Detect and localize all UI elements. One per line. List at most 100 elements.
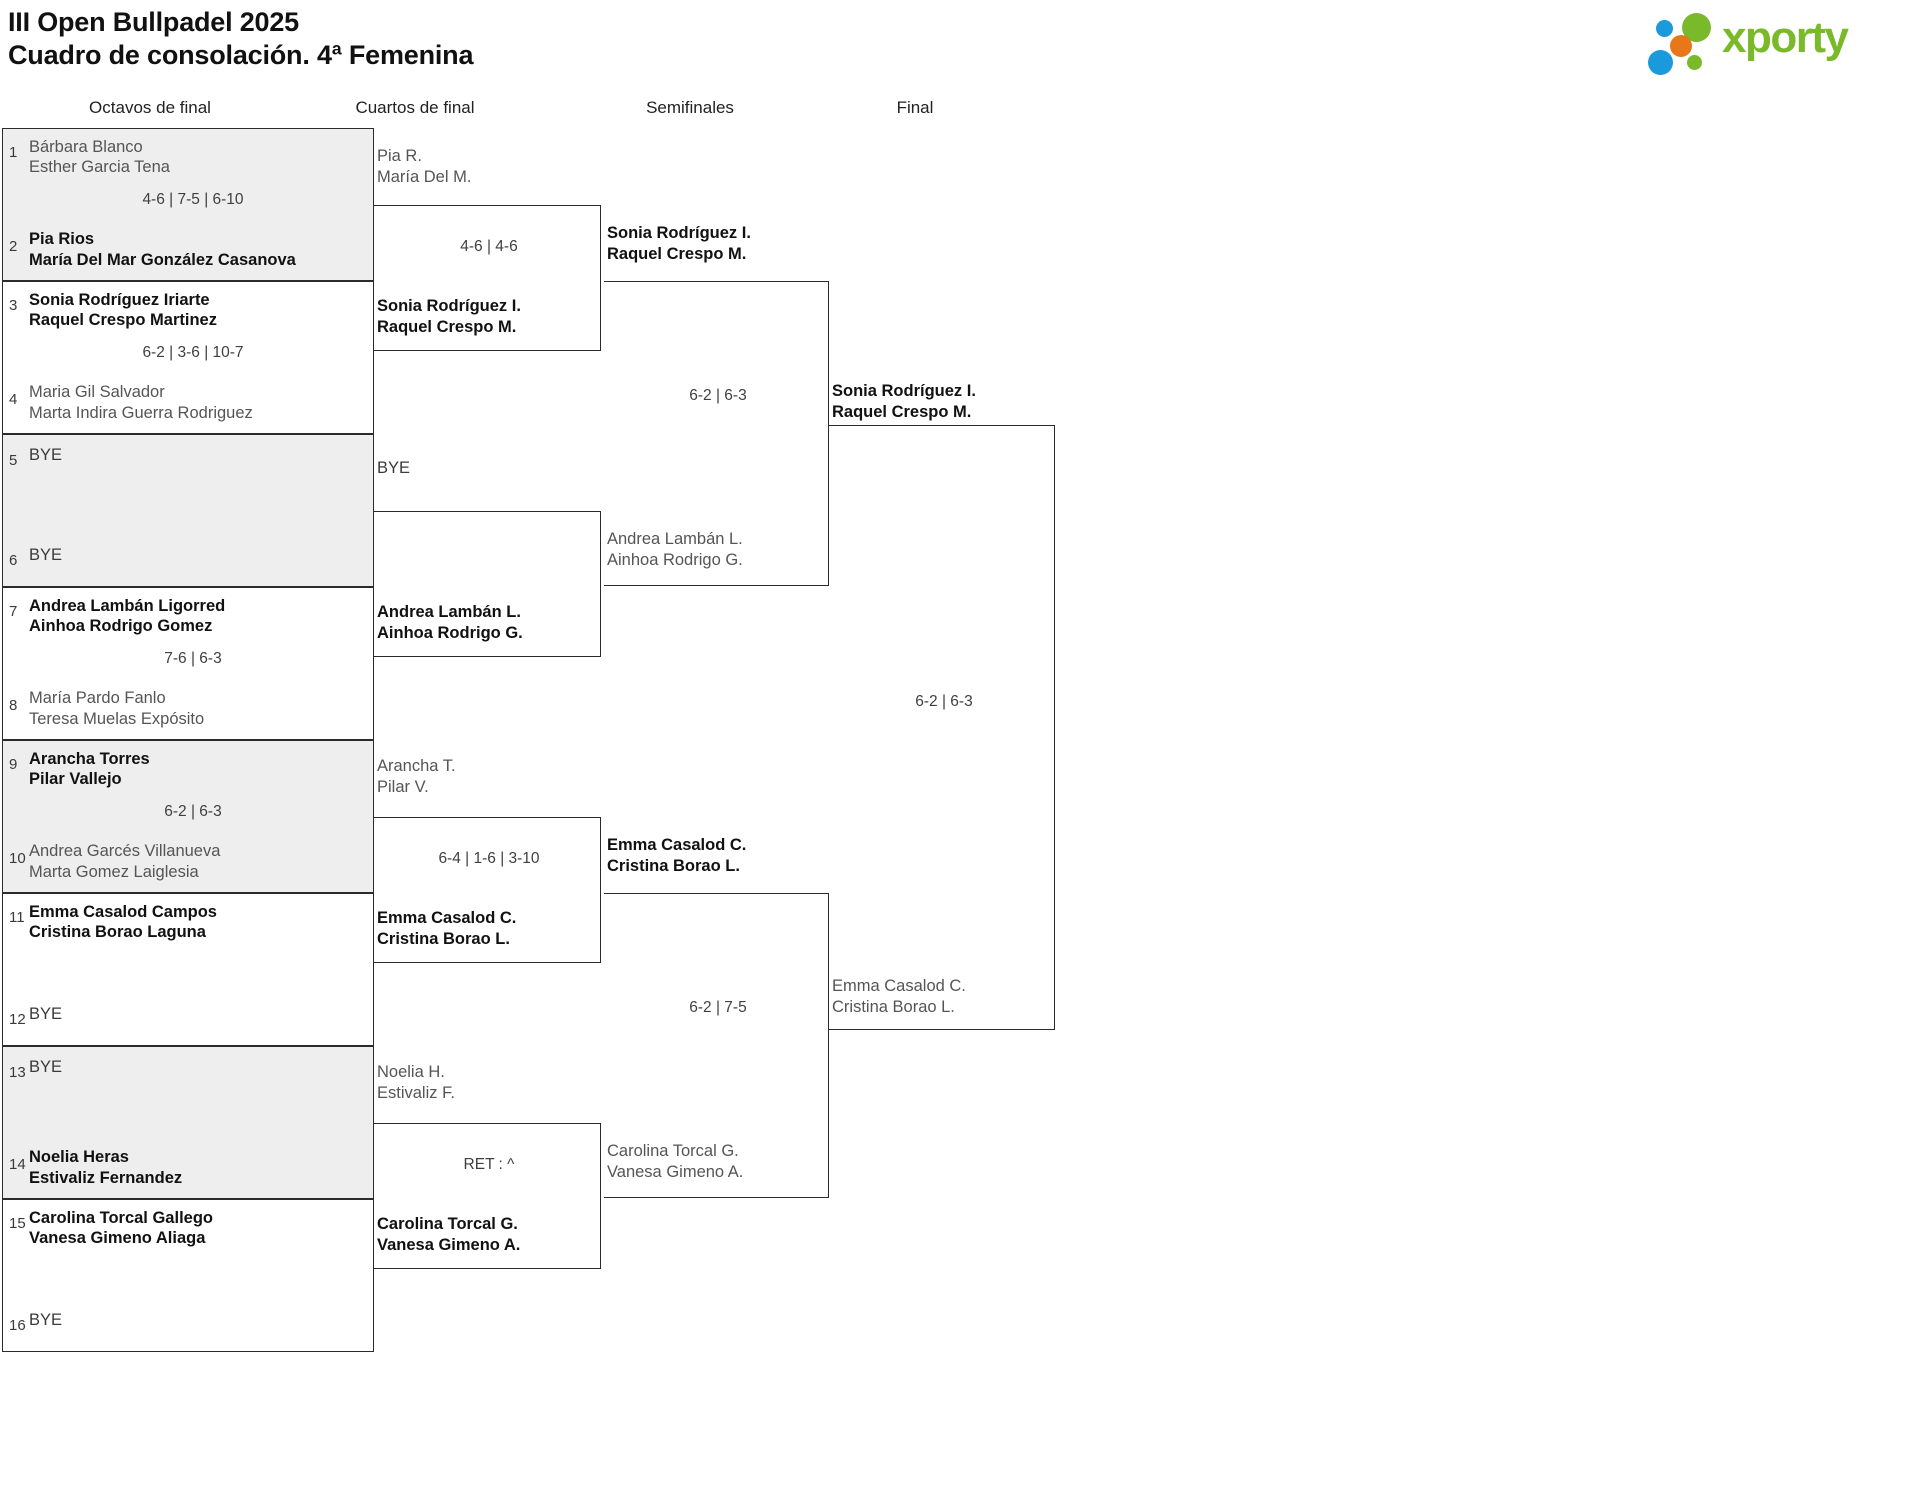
- team-name-line2: Estivaliz Fernandez: [29, 1169, 183, 1187]
- round-header-cuartos: Cuartos de final: [355, 98, 475, 117]
- r4-slot-top-line1: Sonia Rodríguez I.: [832, 382, 976, 400]
- r3-connector-1[interactable]: [604, 281, 829, 586]
- r4-slot-top-line2: Raquel Crespo M.: [832, 403, 972, 421]
- logo-dot-blue-large: [1648, 50, 1673, 75]
- team-name-line1: Sonia Rodríguez Iriarte: [29, 291, 210, 309]
- r1-match-box-6[interactable]: 11 Emma Casalod Campos Cristina Borao La…: [2, 893, 374, 1046]
- team-name-line2: Ainhoa Rodrigo Gomez: [29, 617, 213, 635]
- r3-slot-top-line1: Sonia Rodríguez I.: [607, 224, 751, 242]
- r2-slot-bottom-line2: Cristina Borao L.: [377, 930, 510, 948]
- seed-number: 4: [9, 391, 18, 408]
- match-score: 6-2 | 6-3: [164, 803, 222, 820]
- r2-slot-top-line1: Noelia H.: [377, 1063, 445, 1081]
- logo-dot-orange: [1670, 35, 1692, 57]
- xporty-logo: xporty: [1648, 8, 1910, 75]
- r2-slot-bottom-line1: Carolina Torcal G.: [377, 1215, 518, 1233]
- r2-slot-bottom-line2: Vanesa Gimeno A.: [377, 1236, 521, 1254]
- logo-dot-green-small: [1687, 55, 1702, 70]
- r2-slot-top-line1: BYE: [377, 459, 411, 477]
- page-title: III Open Bullpadel 2025 Cuadro de consol…: [8, 6, 908, 72]
- r1-match-box-3[interactable]: 5 BYE 6 BYE: [2, 434, 374, 587]
- r3-match-score-2: 6-2 | 7-5: [689, 999, 747, 1016]
- match-score: 4-6 | 7-5 | 6-10: [142, 191, 244, 208]
- r1-match-box-7[interactable]: 13 BYE 14 Noelia Heras Estivaliz Fernand…: [2, 1046, 374, 1199]
- team-name-line2: Pilar Vallejo: [29, 770, 122, 788]
- team-name-line1: Pia Rios: [29, 230, 95, 248]
- r2-match-score-4: RET : ^: [463, 1156, 515, 1173]
- seed-number: 10: [9, 850, 26, 867]
- team-name-line1: Bárbara Blanco: [29, 138, 143, 156]
- r3-match-score-1: 6-2 | 6-3: [689, 387, 747, 404]
- match-score: 7-6 | 6-3: [164, 650, 222, 667]
- r2-slot-top-line1: Pia R.: [377, 147, 422, 165]
- team-name-line2: Marta Indira Guerra Rodriguez: [29, 404, 253, 422]
- r4-match-score-1: 6-2 | 6-3: [915, 693, 973, 710]
- logo-wordmark: xporty: [1722, 13, 1849, 62]
- r3-slot-top-line2: Cristina Borao L.: [607, 857, 740, 875]
- seed-number: 6: [9, 552, 18, 569]
- seed-number: 13: [9, 1064, 26, 1081]
- team-name-line1: Noelia Heras: [29, 1148, 129, 1166]
- r2-slot-bottom-line1: Sonia Rodríguez I.: [377, 297, 521, 315]
- seed-number: 2: [9, 238, 18, 255]
- r4-slot-bottom-line1: Emma Casalod C.: [832, 977, 966, 995]
- r1-match-box-2[interactable]: 3 Sonia Rodríguez Iriarte Raquel Crespo …: [2, 281, 374, 434]
- team-name-line1: Andrea Garcés Villanueva: [29, 842, 221, 860]
- r2-slot-bottom-line1: Emma Casalod C.: [377, 909, 517, 927]
- team-name-line2: Raquel Crespo Martinez: [29, 311, 217, 329]
- r4-connector-1[interactable]: [829, 425, 1055, 1030]
- r3-connector-2[interactable]: [604, 893, 829, 1198]
- r2-connector-3[interactable]: [374, 817, 601, 963]
- r3-slot-bottom-line1: Andrea Lambán L.: [607, 530, 743, 548]
- r2-slot-bottom-line2: Raquel Crespo M.: [377, 318, 517, 336]
- r2-match-score-1: 4-6 | 4-6: [460, 238, 518, 255]
- seed-number: 7: [9, 603, 18, 620]
- seed-number: 16: [9, 1317, 26, 1334]
- team-name-line1: BYE: [29, 446, 63, 464]
- team-name-line1: BYE: [29, 1058, 63, 1076]
- team-name-line2: Teresa Muelas Expósito: [29, 710, 205, 728]
- seed-number: 1: [9, 144, 18, 161]
- team-name-line1: Andrea Lambán Ligorred: [29, 597, 226, 615]
- r3-slot-bottom-line1: Carolina Torcal G.: [607, 1142, 739, 1160]
- r2-slot-top-line2: María Del M.: [377, 168, 472, 186]
- r3-slot-bottom-line2: Ainhoa Rodrigo G.: [607, 551, 743, 569]
- bracket-subtitle: Cuadro de consolación. 4ª Femenina: [8, 39, 474, 70]
- r2-slot-bottom-line2: Ainhoa Rodrigo G.: [377, 624, 523, 642]
- seed-number: 12: [9, 1011, 26, 1028]
- team-name-line2: Cristina Borao Laguna: [29, 923, 206, 941]
- r2-match-score-3: 6-4 | 1-6 | 3-10: [438, 850, 540, 867]
- r2-connector-4[interactable]: [374, 1123, 601, 1269]
- seed-number: 9: [9, 756, 18, 773]
- r2-slot-top-line2: Estivaliz F.: [377, 1084, 455, 1102]
- seed-number: 15: [9, 1215, 26, 1232]
- r1-match-box-5[interactable]: 9 Arancha Torres Pilar Vallejo 6-2 | 6-3…: [2, 740, 374, 893]
- team-name-line2: Marta Gomez Laiglesia: [29, 863, 199, 881]
- team-name-line1: Arancha Torres: [29, 750, 150, 768]
- round-header-final: Final: [896, 98, 934, 117]
- team-name-line1: Maria Gil Salvador: [29, 383, 165, 401]
- r4-slot-bottom-line2: Cristina Borao L.: [832, 998, 955, 1016]
- r2-slot-top-line1: Arancha T.: [377, 757, 456, 775]
- seed-number: 5: [9, 452, 18, 469]
- r3-slot-top-line2: Raquel Crespo M.: [607, 245, 747, 263]
- r3-slot-bottom-line2: Vanesa Gimeno A.: [607, 1163, 744, 1181]
- team-name-line1: Carolina Torcal Gallego: [29, 1209, 213, 1227]
- team-name-line1: BYE: [29, 1005, 63, 1023]
- match-score: 6-2 | 3-6 | 10-7: [142, 344, 244, 361]
- round-header-octavos: Octavos de final: [89, 98, 211, 117]
- team-name-line1: María Pardo Fanlo: [29, 689, 166, 707]
- r2-connector-1[interactable]: [374, 205, 601, 351]
- team-name-line1: BYE: [29, 1311, 63, 1329]
- team-name-line2: Esther Garcia Tena: [29, 158, 170, 176]
- seed-number: 14: [9, 1156, 26, 1173]
- r1-match-box-1[interactable]: 1 Bárbara Blanco Esther Garcia Tena 4-6 …: [2, 128, 374, 281]
- r2-slot-top-line2: Pilar V.: [377, 778, 429, 796]
- seed-number: 8: [9, 697, 18, 714]
- r1-match-box-8[interactable]: 15 Carolina Torcal Gallego Vanesa Gimeno…: [2, 1199, 374, 1352]
- r1-match-box-4[interactable]: 7 Andrea Lambán Ligorred Ainhoa Rodrigo …: [2, 587, 374, 740]
- seed-number: 3: [9, 297, 18, 314]
- seed-number: 11: [9, 909, 25, 926]
- team-name-line1: BYE: [29, 546, 63, 564]
- r2-connector-2[interactable]: [374, 511, 601, 657]
